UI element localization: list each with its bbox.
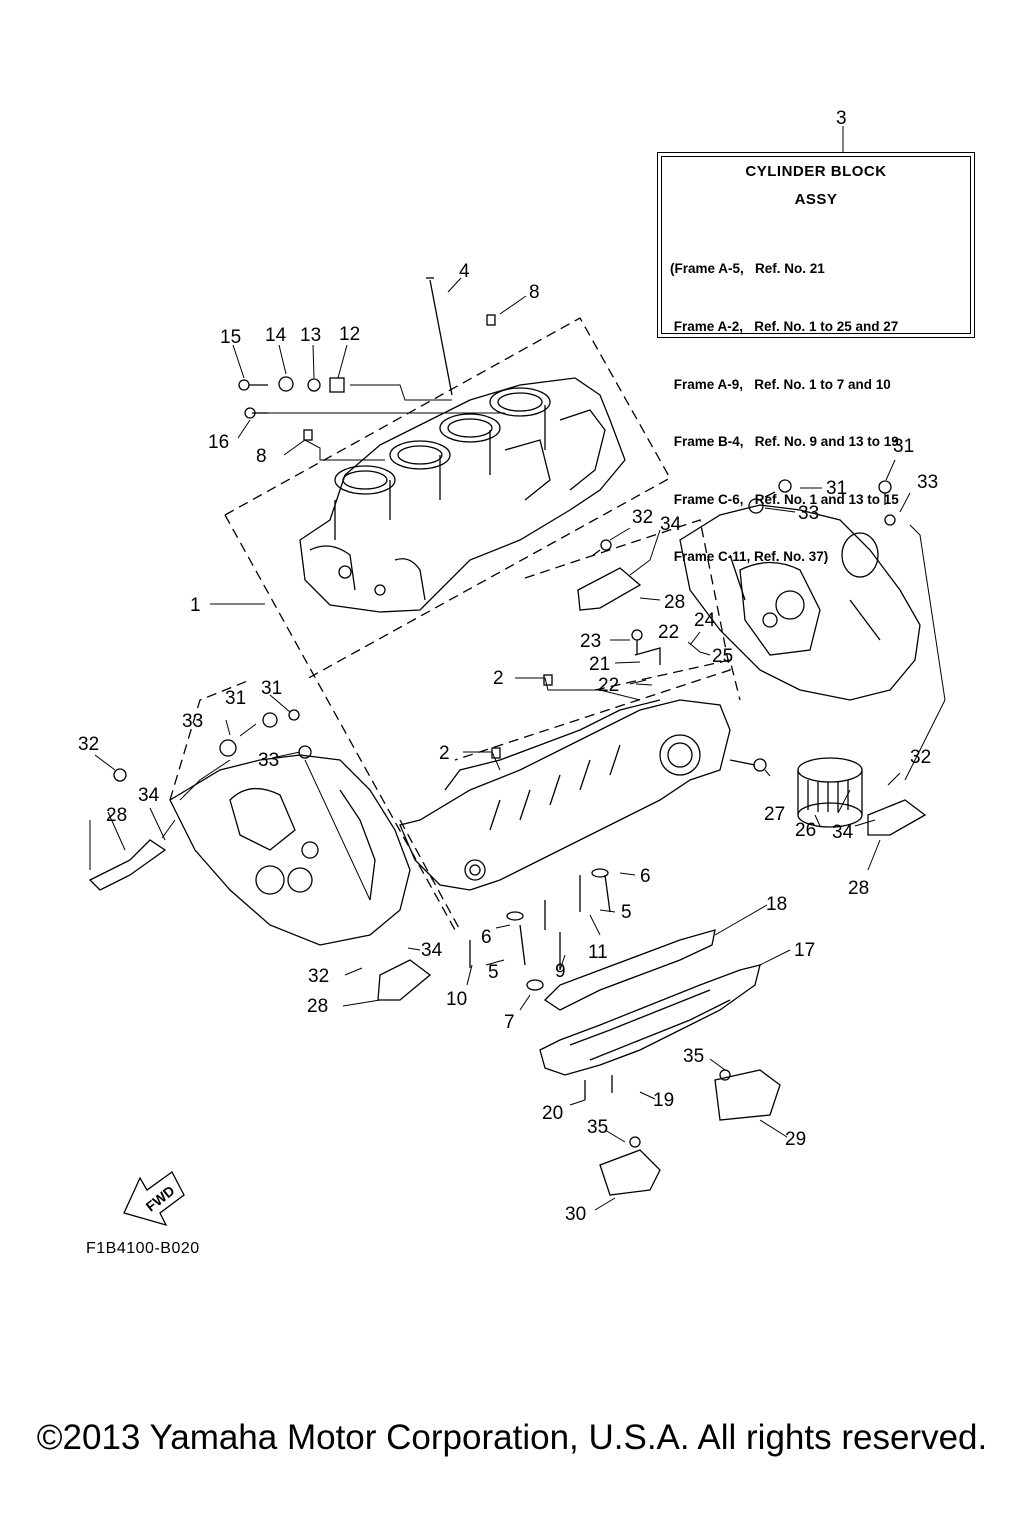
- ref-label-8: 8: [256, 446, 267, 467]
- oil-pan: [539, 964, 761, 1076]
- ref-label-32: 32: [78, 734, 99, 755]
- ref-label-9: 9: [555, 961, 566, 982]
- callout-title-line2: ASSY: [794, 191, 838, 208]
- callout-inner-border: [661, 156, 971, 334]
- small-parts: [88, 277, 927, 1196]
- ref-label-22: 22: [658, 622, 679, 643]
- ref-label-6: 6: [481, 927, 492, 948]
- ref-label-12: 12: [339, 324, 360, 345]
- ref-label-34: 34: [660, 514, 682, 535]
- callout-line: Frame B-4, Ref. No. 9 and 13 to 19: [670, 434, 899, 450]
- callout-line: Frame C-11, Ref. No. 37): [670, 549, 829, 565]
- ref-label-4: 4: [459, 261, 470, 282]
- ref-label-25: 25: [712, 646, 733, 667]
- leader-lines: [89, 126, 946, 1211]
- ref-label-14: 14: [265, 325, 287, 346]
- oil-filter: [797, 757, 863, 828]
- ref-label-34: 34: [138, 785, 160, 806]
- callout-line: Frame A-9, Ref. No. 1 to 7 and 10: [670, 376, 891, 392]
- callout-frame-references: (Frame A-5, Ref. No. 21 Frame A-2, Ref. …: [670, 221, 899, 605]
- ref-label-8: 8: [529, 282, 540, 303]
- ref-label-5: 5: [621, 902, 632, 923]
- ref-label-33: 33: [798, 503, 819, 524]
- ref-label-13: 13: [300, 325, 321, 346]
- callout-line: Frame A-2, Ref. No. 1 to 25 and 27: [670, 319, 899, 335]
- ref-label-28: 28: [664, 592, 685, 613]
- ref-label-31: 31: [261, 678, 282, 699]
- fwd-arrow-label: FWD: [143, 1182, 178, 1214]
- ref-label-10: 10: [446, 989, 467, 1010]
- callout-title-line1: CYLINDER BLOCK: [745, 163, 887, 180]
- ref-label-15: 15: [220, 327, 241, 348]
- figure-code: F1B4100-B020: [86, 1240, 200, 1257]
- cylinder-block-upper: [299, 377, 626, 613]
- ref-label-16: 16: [208, 432, 229, 453]
- ref-label-7: 7: [504, 1012, 515, 1033]
- ref-label-29: 29: [785, 1129, 806, 1150]
- ref-label-32: 32: [632, 507, 653, 528]
- ref-label-35: 35: [683, 1046, 704, 1067]
- ref-label-27: 27: [764, 804, 785, 825]
- group-frame-lines: [169, 317, 741, 931]
- ref-label-35: 35: [587, 1117, 608, 1138]
- ref-label-1: 1: [190, 595, 201, 616]
- ref-label-18: 18: [766, 894, 787, 915]
- callout-cylinder-block-assy: CYLINDER BLOCK ASSY (Frame A-5, Ref. No.…: [657, 152, 975, 564]
- ref-label-23: 23: [580, 631, 601, 652]
- ref-label-3: 3: [836, 108, 847, 129]
- ref-label-32: 32: [910, 747, 931, 768]
- oil-pan-gasket: [543, 929, 716, 1011]
- ref-label-33: 33: [917, 472, 938, 493]
- ref-label-11: 11: [588, 942, 608, 963]
- ref-label-22: 22: [598, 675, 619, 696]
- ref-label-21: 21: [589, 654, 610, 675]
- ref-label-31: 31: [893, 436, 914, 457]
- ref-label-5: 5: [488, 962, 499, 983]
- ref-label-17: 17: [794, 940, 815, 961]
- left-crankcase-cover: [169, 754, 411, 946]
- callout-line: Frame C-6, Ref. No. 1 and 13 to 15: [670, 491, 899, 507]
- ref-label-20: 20: [542, 1103, 563, 1124]
- ref-label-34: 34: [832, 822, 854, 843]
- callout-line: (Frame A-5, Ref. No. 21: [670, 261, 825, 277]
- crankcase-lower: [399, 674, 731, 891]
- right-crankcase-cover: [679, 504, 921, 701]
- fwd-arrow-icon: [123, 1171, 185, 1227]
- ref-label-28: 28: [106, 805, 127, 826]
- ref-label-32: 32: [308, 966, 329, 987]
- ref-label-31: 31: [225, 688, 246, 709]
- ref-label-6: 6: [640, 866, 651, 887]
- ref-label-24: 24: [694, 610, 716, 631]
- ref-label-31: 31: [826, 478, 847, 499]
- reference-labels: 3 4 8 15 14 13 12 16 8 1 31 31 33 33 32 …: [78, 108, 938, 1225]
- ref-label-26: 26: [795, 820, 816, 841]
- copyright-notice: ©2013 Yamaha Motor Corporation, U.S.A. A…: [36, 1418, 988, 1457]
- ref-label-34: 34: [421, 940, 443, 961]
- ref-label-33: 33: [182, 711, 203, 732]
- ref-label-19: 19: [653, 1090, 674, 1111]
- ref-label-33: 33: [258, 750, 279, 771]
- ref-label-2: 2: [439, 743, 450, 764]
- ref-label-28: 28: [307, 996, 328, 1017]
- ref-label-30: 30: [565, 1204, 586, 1225]
- ref-label-2: 2: [493, 668, 504, 689]
- ref-label-28: 28: [848, 878, 869, 899]
